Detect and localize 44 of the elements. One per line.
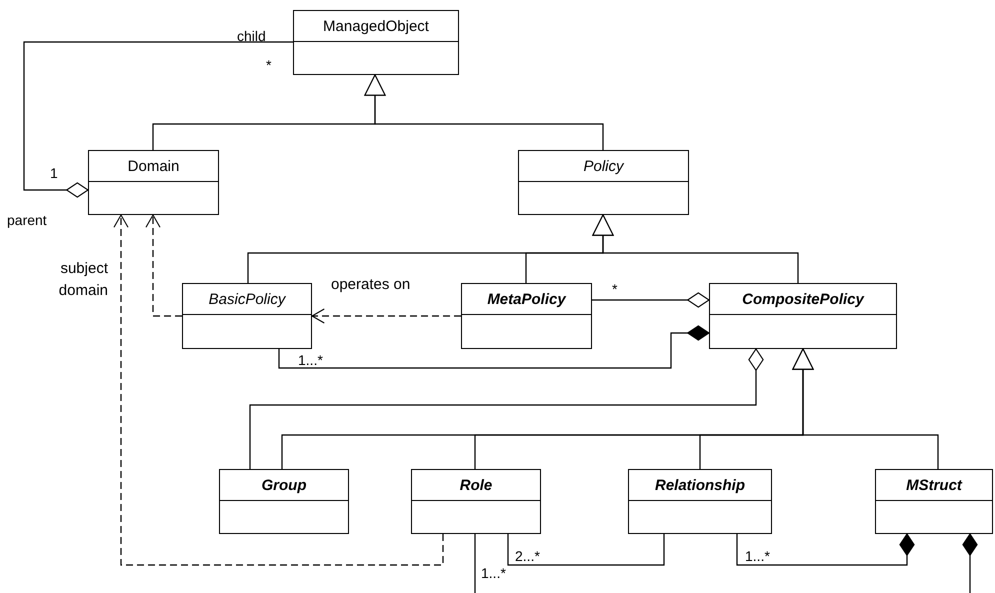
- class-box: [411, 469, 541, 534]
- multiplicity-label: subject domain: [58, 259, 108, 301]
- class-name: CompositePolicy: [742, 290, 864, 308]
- class-name: ManagedObject: [323, 18, 429, 34]
- multiplicity-label: 1: [50, 165, 58, 181]
- class-box: [88, 150, 219, 215]
- class-name: Policy: [583, 158, 624, 174]
- class-box: [219, 469, 349, 534]
- edge-label: operates on: [331, 276, 410, 293]
- class-name: BasicPolicy: [208, 290, 286, 308]
- class-box: [461, 283, 592, 349]
- generalization-arrow: [364, 74, 604, 150]
- multiplicity-label: 1...*: [481, 565, 506, 581]
- multiplicity-label: 2...*: [515, 548, 540, 564]
- class-box: [182, 283, 312, 349]
- class-name: Role: [460, 476, 492, 494]
- multiplicity-label: child: [237, 28, 266, 44]
- class-name: Relationship: [654, 476, 745, 494]
- class-name: MetaPolicy: [487, 290, 566, 308]
- multiplicity-label: 1...*: [298, 352, 323, 368]
- class-name: Group: [262, 476, 306, 494]
- generalization-arrow: [592, 214, 799, 283]
- multiplicity-label: *: [266, 57, 272, 73]
- association-line: [736, 533, 915, 566]
- class-box: [875, 469, 993, 534]
- dependency-arrow: [145, 214, 182, 317]
- multiplicity-label: *: [612, 281, 618, 297]
- association-line: [278, 325, 710, 369]
- dependency-arrow: [311, 308, 461, 324]
- association-line: [507, 534, 665, 566]
- generalization-arrow: [792, 348, 939, 469]
- class-box: [293, 10, 459, 75]
- class-box: [628, 469, 772, 534]
- class-box: [518, 150, 689, 215]
- association-line: [23, 41, 293, 198]
- association-line: [962, 533, 978, 593]
- association-line: [474, 534, 476, 593]
- class-name: Domain: [128, 158, 180, 174]
- multiplicity-label: 1...*: [745, 548, 770, 564]
- multiplicity-label: parent: [7, 212, 47, 228]
- dependency-arrow: [113, 214, 444, 566]
- association-line: [592, 292, 710, 308]
- class-name: MStruct: [906, 476, 962, 494]
- class-box: [709, 283, 897, 349]
